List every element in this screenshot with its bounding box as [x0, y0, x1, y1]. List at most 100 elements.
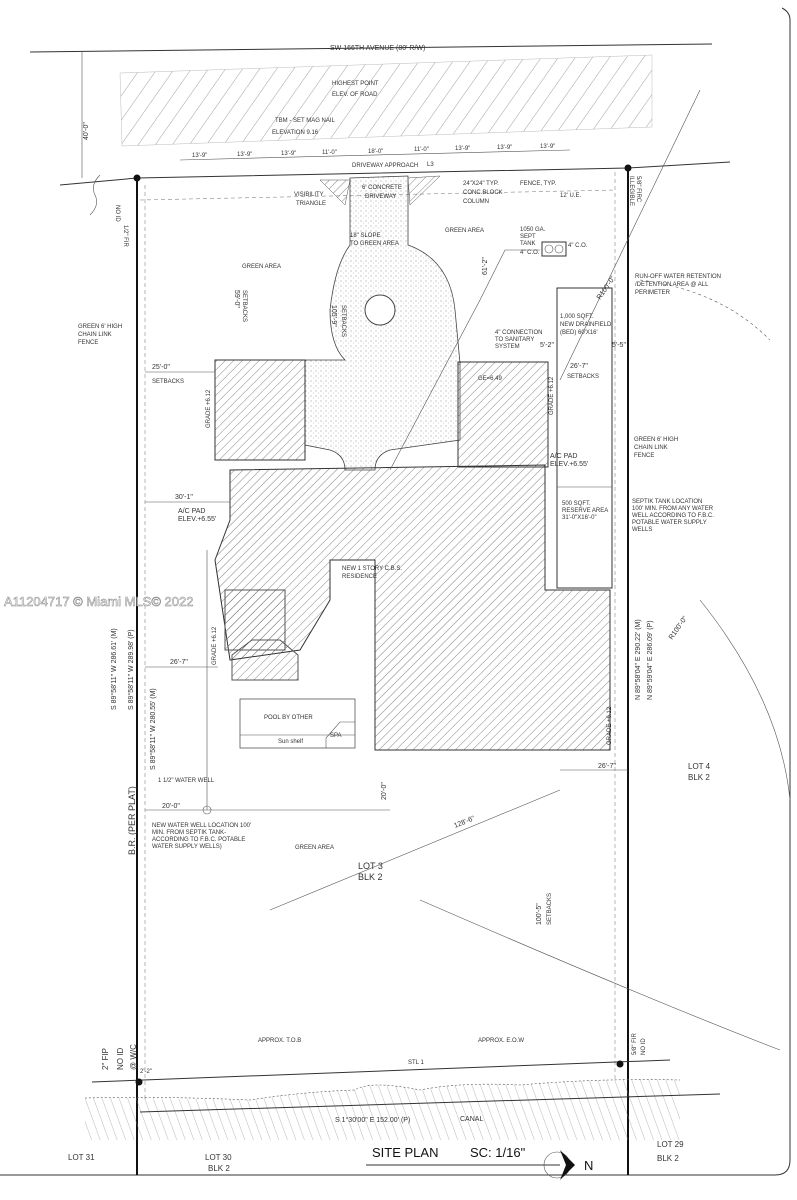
sun-shelf-label: Sun shelf [278, 739, 303, 745]
title-block: SITE PLAN SC: 1/16" N [366, 1145, 593, 1180]
stl-label: STL 1 [408, 1060, 424, 1066]
connection-label: 4" CONNECTION [495, 330, 542, 336]
residence-footprint [214, 359, 611, 751]
reserve-label-2: RESERVE AREA [562, 508, 608, 514]
dim: 11'-0" [322, 150, 337, 156]
septic-note-2: 100' MIN. FROM ANY WATER [632, 506, 714, 512]
dim-128: 128'-6" [453, 815, 476, 830]
plan-title: SITE PLAN [372, 1145, 438, 1160]
dim-5-2: 5'-2" [540, 342, 554, 349]
dim: 11'-0" [414, 147, 429, 153]
green-area-label: GREEN AREA [242, 264, 281, 270]
runoff-label: RUN-OFF WATER RETENTION [635, 274, 721, 280]
septic-system: 1050 GA. SEPT TANK 4" C.O. 4" C.O. 61'-2… [389, 227, 626, 589]
driveway-approach-label: DRIVEWAY APPROACH [352, 163, 418, 169]
plan-scale: SC: 1/16" [470, 1145, 526, 1160]
grade-left: GRADE +6.12 [212, 626, 218, 665]
radius-2: R100'-0" [668, 615, 689, 641]
visibility-label: VISIBILITY [294, 192, 324, 198]
fence-right-3: FENCE [634, 453, 654, 459]
bearing-left-3: S 89°58'11" W 280.55' (M) [149, 688, 157, 770]
dim-2-2: 2'-2" [140, 1069, 152, 1075]
cleanout-label: 4" C.O. [568, 243, 588, 249]
setbacks-low: SETBACKS [547, 893, 553, 925]
lot30-label: LOT 30 [205, 1153, 232, 1162]
slope-label-2: TO GREEN AREA [350, 241, 399, 247]
reserve-label: 500 SQFT. [562, 501, 591, 507]
dim-30-1: 30'-1" [175, 494, 193, 501]
grade-right-low: GRADE +6.12 [607, 706, 613, 745]
highest-point-label-2: ELEV. OF ROAD [332, 92, 378, 98]
grade-right: GRADE +6.12 [549, 376, 555, 415]
septic-note: SEPTIK TANK LOCATION [632, 499, 702, 505]
canal-bearing: S 1°30'00" E 152.00' (P) [335, 1116, 410, 1124]
dim-20-mid: 20'-0" [381, 782, 388, 800]
dim-105: 105'-9" [330, 305, 337, 327]
building-restriction-label: B.R. (PER PLAT) [127, 786, 137, 855]
firc-label-2: ILLEGIBLE [628, 176, 634, 206]
dim-25: 25'-0" [152, 364, 170, 371]
well-note-2: MIN. FROM SEPTIK TANK- [152, 830, 226, 836]
road-width-dim: 40'-0" [83, 122, 90, 140]
drainfield-label-3: (BED) 60'X16' [560, 330, 598, 336]
lot29-label: LOT 29 [657, 1140, 684, 1149]
connection-label-2: TO SANITARY [495, 337, 534, 343]
frontage-dimensions: 13'-9" 13'-9" 13'-9" 11'-0" 18'-0" 11'-0… [179, 144, 571, 161]
setbacks-label: SETBACKS [241, 290, 247, 322]
sheet-border [0, 7, 791, 1176]
lot30-label-2: BLK 2 [208, 1164, 230, 1173]
fip-label-3: @ W/C [129, 1044, 138, 1070]
grade-left-top: GRADE +6.12 [206, 389, 212, 428]
lot4-label-2: BLK 2 [688, 773, 710, 782]
ac-pad-left-2: ELEV.+6.55' [178, 516, 216, 523]
dim: 13'-9" [497, 145, 512, 151]
dim-59: 59'-0" [233, 290, 240, 308]
fip-label-2: NO ID [116, 1048, 125, 1070]
fir-label-2: NO ID [114, 205, 120, 222]
ac-pad-right: A/C PAD [550, 453, 578, 460]
column-label: 24"X24" TYP. [463, 181, 499, 187]
visibility-label-2: TRIANGLE [296, 201, 326, 207]
spa-label: SPA [330, 733, 342, 739]
firc-label: 5/8" FIRC [635, 176, 641, 203]
reserve-label-3: 31'-0"X16'-0" [562, 515, 597, 521]
pool: POOL BY OTHER SPA Sun shelf [239, 698, 356, 749]
septic-note-5: WELLS [632, 527, 652, 533]
fip-label: 2" FIP [101, 1048, 110, 1070]
dim-61: 61'-2" [482, 257, 489, 275]
fir-right-2: NO ID [641, 1038, 647, 1055]
lot3-label-2: BLK 2 [358, 872, 383, 882]
septic-note-4: POTABLE WATER SUPPLY [632, 520, 707, 526]
fir-right: 5/8" FIR [632, 1033, 638, 1055]
fence-left-3: FENCE [78, 340, 98, 346]
bearing-left-1: S 89°58'11" W 286.61' (M) [110, 628, 118, 710]
fence-label: FENCE, TYP. [520, 181, 556, 187]
residence-label: NEW 1 STORY C.B.S. [342, 566, 402, 572]
tbm-elevation: ELEVATION 9.16 [272, 130, 319, 136]
road-name: SW 166TH AVENUE (80' R/W) [330, 45, 425, 52]
lot31-label: LOT 31 [68, 1153, 95, 1162]
l3-label: L3 [427, 162, 434, 168]
dim-26-7-top: 26'-7" [570, 363, 588, 370]
easement-label: 12' U.E. [560, 193, 581, 199]
dim-26-7-right: 26'-7" [598, 763, 616, 770]
water-well-label: 1 1/2" WATER WELL [158, 778, 215, 784]
fence-right-2: CHAIN LINK [634, 445, 668, 451]
green-area-label: GREEN AREA [445, 228, 484, 234]
dim-20-left: 20'-0" [162, 803, 180, 810]
canal-label: CANAL [460, 1116, 483, 1123]
dim: 18'-0" [368, 149, 383, 155]
column-label-3: COLUMN [463, 199, 489, 205]
well-note-3: ACCORDING TO F.B.C. POTABLE [152, 837, 245, 843]
ac-pad-left: A/C PAD [178, 508, 206, 515]
well-note-4: WATER SUPPLY WELLS) [152, 844, 222, 850]
dim: 13'-9" [192, 153, 207, 159]
driveway-label: 6' CONCRETE [362, 185, 402, 191]
canal-area: 2" FIP NO ID @ W/C 2'-2" APPROX. T.O.B A… [68, 1033, 721, 1173]
runoff-label-2: /DETENTION AREA @ ALL [635, 282, 709, 288]
dim-100: 100'-5" [536, 903, 543, 925]
drainfield-label-2: NEW DRAINFIELD [560, 322, 612, 328]
pool-label: POOL BY OTHER [264, 715, 313, 721]
dim-5-5: 5'-5" [612, 342, 626, 349]
